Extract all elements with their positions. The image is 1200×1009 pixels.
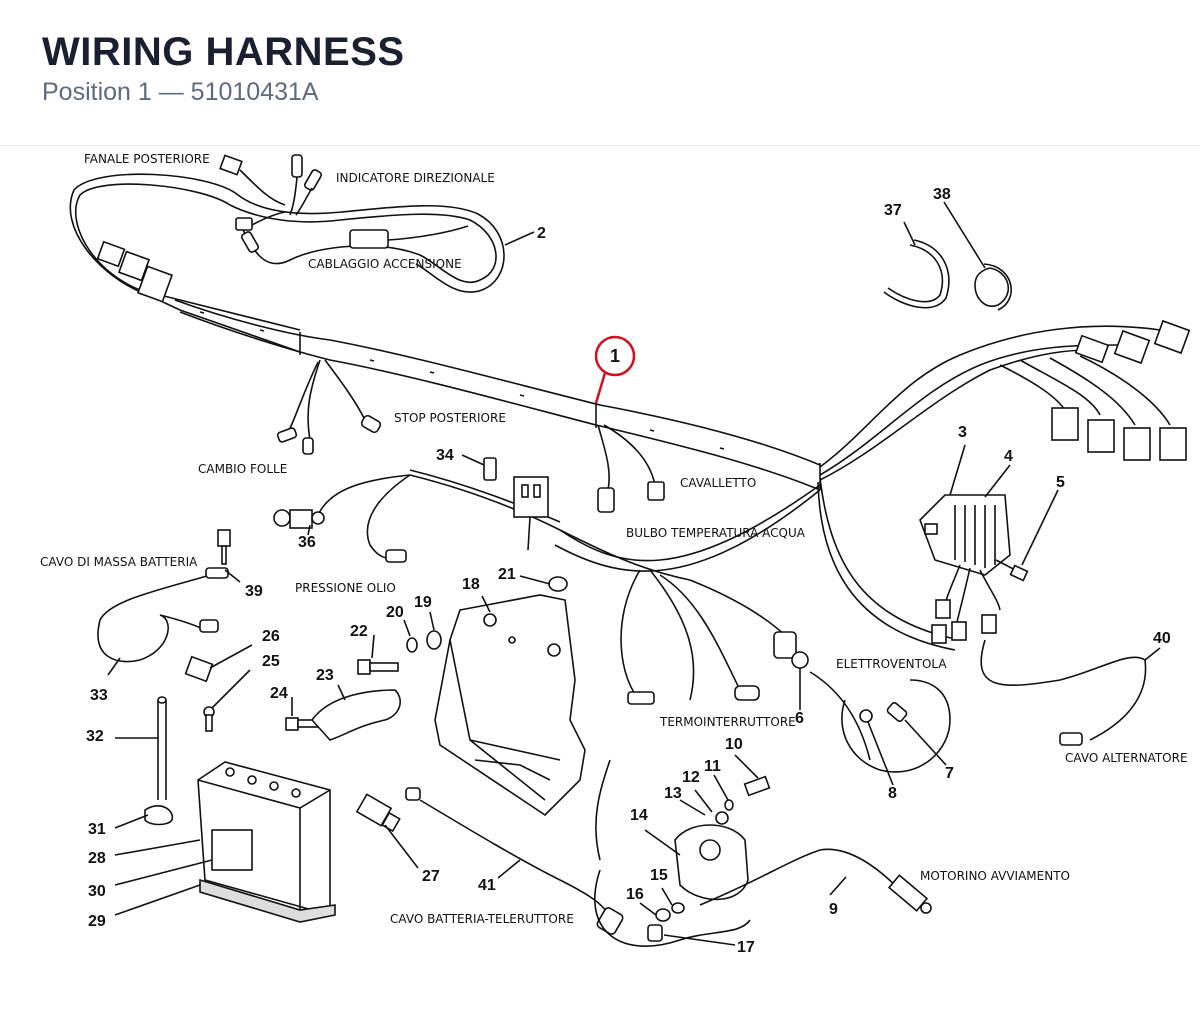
part-number-41: 41 bbox=[478, 877, 496, 894]
part-number-21: 21 bbox=[498, 566, 516, 583]
part-number-34: 34 bbox=[436, 447, 454, 464]
part-number-28: 28 bbox=[88, 850, 106, 867]
page-header: WIRING HARNESS Position 1 — 51010431A bbox=[0, 0, 1200, 146]
front-lower-harness bbox=[554, 477, 961, 651]
branch-stop-posteriore bbox=[276, 359, 382, 455]
ground-cable bbox=[97, 567, 229, 663]
part-number-2: 2 bbox=[537, 225, 546, 242]
clips bbox=[883, 239, 1013, 311]
label-motorino-avviamento: MOTORINO AVVIAMENTO bbox=[920, 869, 1070, 883]
wiring-harness-diagram: 1 FANALE POSTERIORE INDICATORE DIREZIONA… bbox=[40, 152, 1191, 956]
part-number-5: 5 bbox=[1056, 474, 1065, 491]
part-number-39: 39 bbox=[245, 583, 263, 600]
starter-relay bbox=[594, 759, 932, 947]
part-1-callout[interactable]: 1 bbox=[594, 335, 636, 404]
battery bbox=[197, 761, 336, 923]
part-number-37: 37 bbox=[884, 202, 902, 219]
part-number-40: 40 bbox=[1153, 630, 1171, 647]
part-number-12: 12 bbox=[682, 769, 700, 786]
label-cavo-di-massa-batteria: CAVO DI MASSA BATTERIA bbox=[40, 555, 198, 569]
part-number-10: 10 bbox=[725, 736, 743, 753]
part-number-38: 38 bbox=[933, 186, 951, 203]
part-number-13: 13 bbox=[664, 785, 682, 802]
part-number-16: 16 bbox=[626, 886, 644, 903]
pressure-sensor bbox=[273, 509, 325, 529]
inset-circle bbox=[809, 671, 951, 773]
part-number-8: 8 bbox=[888, 785, 897, 802]
page-title: WIRING HARNESS bbox=[42, 30, 405, 74]
part-number-15: 15 bbox=[650, 867, 668, 884]
part-number-33: 33 bbox=[90, 687, 108, 704]
part-number-31: 31 bbox=[88, 821, 106, 838]
label-termointerruttore: TERMOINTERRUTTORE bbox=[659, 715, 796, 729]
part-number-3: 3 bbox=[958, 424, 967, 441]
label-cavo-batteria-teleruttore: CAVO BATTERIA-TELERUTTORE bbox=[390, 912, 574, 926]
part-number-36: 36 bbox=[298, 534, 316, 551]
part-number-29: 29 bbox=[88, 913, 106, 930]
part-number-4: 4 bbox=[1004, 448, 1013, 465]
part-number-19: 19 bbox=[414, 594, 432, 611]
battery-solenoid-cable bbox=[405, 787, 624, 935]
part-number-6: 6 bbox=[795, 710, 804, 727]
part-numbers: 2 3 4 5 6 7 8 9 10 11 12 13 14 15 16 17 … bbox=[86, 186, 1171, 956]
part-number-24: 24 bbox=[270, 685, 288, 702]
regulator-rectifier bbox=[919, 494, 1029, 644]
label-cambio-folle: CAMBIO FOLLE bbox=[198, 462, 287, 476]
part-number-17: 17 bbox=[737, 939, 755, 956]
vent-hose bbox=[144, 696, 174, 826]
label-pressione-olio: PRESSIONE OLIO bbox=[295, 581, 396, 595]
main-trunk bbox=[174, 299, 821, 491]
part-number-9: 9 bbox=[829, 901, 838, 918]
branch-cavalletto bbox=[597, 424, 665, 513]
part-number-27: 27 bbox=[422, 868, 440, 885]
label-indicatore-direzionale: INDICATORE DIREZIONALE bbox=[336, 171, 495, 185]
part-number-26: 26 bbox=[262, 628, 280, 645]
part-number-23: 23 bbox=[316, 667, 334, 684]
front-right-wiring bbox=[819, 319, 1191, 481]
fuse-holder-branch bbox=[317, 457, 691, 581]
part-number-30: 30 bbox=[88, 883, 106, 900]
part-number-25: 25 bbox=[262, 653, 280, 670]
label-fanale-posteriore: FANALE POSTERIORE bbox=[84, 152, 210, 166]
part-number-32: 32 bbox=[86, 728, 104, 745]
label-elettroventola: ELETTROVENTOLA bbox=[836, 657, 947, 671]
label-stop-posteriore: STOP POSTERIORE bbox=[394, 411, 506, 425]
labels: FANALE POSTERIORE INDICATORE DIREZIONALE… bbox=[40, 152, 1188, 926]
left-connector-block bbox=[96, 240, 174, 303]
page-subtitle: Position 1 — 51010431A bbox=[42, 78, 319, 106]
leader-lines bbox=[107, 201, 1161, 946]
alternator-cable bbox=[980, 639, 1147, 746]
part-number-20: 20 bbox=[386, 604, 404, 621]
label-bulbo-temperatura-acqua: BULBO TEMPERATURA ACQUA bbox=[626, 526, 806, 540]
part-number-22: 22 bbox=[350, 623, 368, 640]
branch-thermo-fan bbox=[620, 569, 809, 705]
label-cavalletto: CAVALLETTO bbox=[680, 476, 756, 490]
label-cablaggio-accensione: CABLAGGIO ACCENSIONE bbox=[308, 257, 462, 271]
rear-connectors bbox=[219, 154, 469, 253]
small-parts bbox=[184, 529, 568, 833]
part-number-11: 11 bbox=[704, 758, 721, 775]
label-cavo-alternatore: CAVO ALTERNATORE bbox=[1065, 751, 1188, 765]
part-number-14: 14 bbox=[630, 807, 648, 824]
part-number-18: 18 bbox=[462, 576, 480, 593]
part-number-1: 1 bbox=[610, 346, 620, 366]
part-number-7: 7 bbox=[945, 765, 954, 782]
battery-tray bbox=[434, 594, 586, 817]
